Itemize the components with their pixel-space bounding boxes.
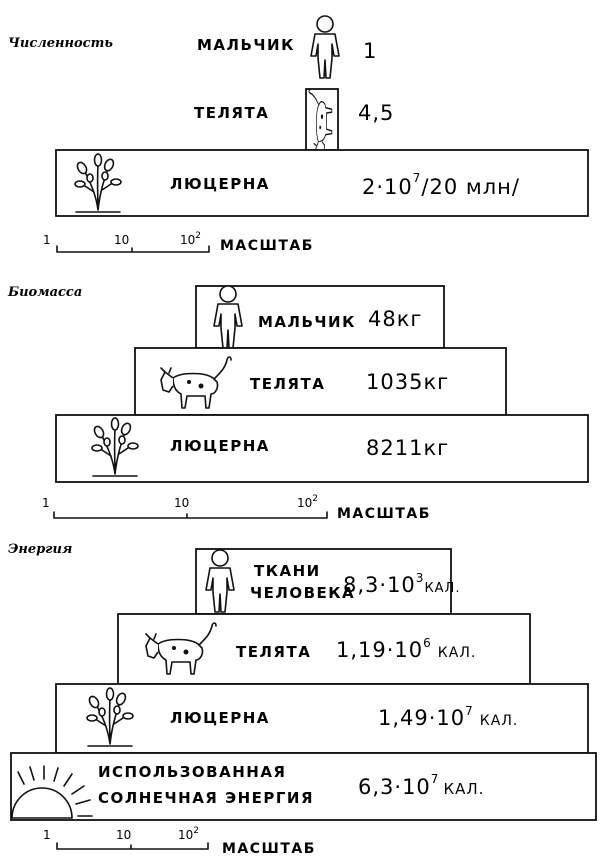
energy-human-value: 8,3·103КАЛ. — [343, 571, 460, 597]
numbers-boy-label: МАЛЬЧИК — [197, 36, 295, 54]
energy-alfalfa-value: 1,49·107КАЛ. — [378, 704, 518, 730]
biomass-calves-label: ТЕЛЯТА — [250, 375, 325, 393]
svg-text:МАСШТАБ: МАСШТАБ — [337, 506, 431, 522]
energy-title: Энергия — [8, 542, 72, 557]
svg-text:1: 1 — [42, 496, 50, 510]
svg-text:1: 1 — [43, 233, 51, 247]
energy-sun-value: 6,3·107КАЛ. — [358, 772, 484, 799]
energy-section: Энергия ТКАНИ ЧЕЛОВЕКА 8,3·103КАЛ. ТЕЛЯТ… — [8, 542, 597, 857]
numbers-title: Численность — [8, 36, 113, 51]
svg-text:10: 10 — [174, 496, 189, 510]
numbers-boy-value: 1 — [363, 39, 377, 63]
energy-alfalfa-label: ЛЮЦЕРНА — [170, 709, 270, 727]
numbers-scale: 1 10 102 МАСШТАБ — [43, 231, 314, 254]
svg-text:МАСШТАБ: МАСШТАБ — [220, 238, 314, 254]
svg-text:10: 10 — [116, 828, 131, 842]
biomass-boy-label: МАЛЬЧИК — [258, 313, 356, 331]
numbers-section: Численность МАЛЬЧИК 1 ТЕЛЯТА 4,5 ЛЮЦЕРНА… — [8, 15, 589, 254]
energy-human-label-2: ЧЕЛОВЕКА — [250, 584, 355, 602]
energy-human-label-1: ТКАНИ — [254, 562, 321, 580]
energy-sun-label-2: СОЛНЕЧНАЯ ЭНЕРГИЯ — [98, 789, 314, 807]
numbers-alfalfa-label: ЛЮЦЕРНА — [170, 175, 270, 193]
numbers-calves-label: ТЕЛЯТА — [194, 104, 269, 122]
biomass-title: Биомасса — [7, 285, 82, 300]
energy-sun-label-1: ИСПОЛЬЗОВАННАЯ — [98, 763, 286, 781]
svg-text:102: 102 — [178, 826, 199, 842]
boy-icon — [310, 15, 340, 79]
biomass-boy-value: 48кг — [368, 307, 422, 331]
biomass-alfalfa-bar — [55, 414, 589, 483]
energy-calves-label: ТЕЛЯТА — [236, 643, 311, 661]
numbers-alfalfa-value: 2·107/20 млн/ — [362, 171, 520, 199]
biomass-scale: 1 10 102 МАСШТАБ — [42, 494, 431, 522]
svg-text:10: 10 — [114, 233, 129, 247]
svg-text:МАСШТАБ: МАСШТАБ — [222, 841, 316, 857]
energy-human-bar — [195, 548, 452, 615]
biomass-section: Биомасса МАЛЬЧИК 48кг ТЕЛЯТА 1035кг ЛЮЦЕ… — [7, 285, 589, 522]
sun-icon — [11, 765, 93, 819]
energy-scale: 1 10 102 МАСШТАБ — [43, 826, 316, 857]
biomass-alfalfa-value: 8211кг — [366, 436, 449, 460]
svg-text:1: 1 — [43, 828, 51, 842]
svg-text:102: 102 — [180, 231, 201, 247]
numbers-alfalfa-bar — [55, 149, 589, 217]
svg-text:102: 102 — [297, 494, 318, 510]
energy-calves-value: 1,19·106КАЛ. — [336, 636, 476, 662]
energy-sun-bar — [10, 752, 597, 821]
energy-alfalfa-bar — [55, 683, 589, 754]
numbers-calves-value: 4,5 — [358, 101, 394, 125]
biomass-alfalfa-label: ЛЮЦЕРНА — [170, 437, 270, 455]
biomass-calves-value: 1035кг — [366, 370, 449, 394]
